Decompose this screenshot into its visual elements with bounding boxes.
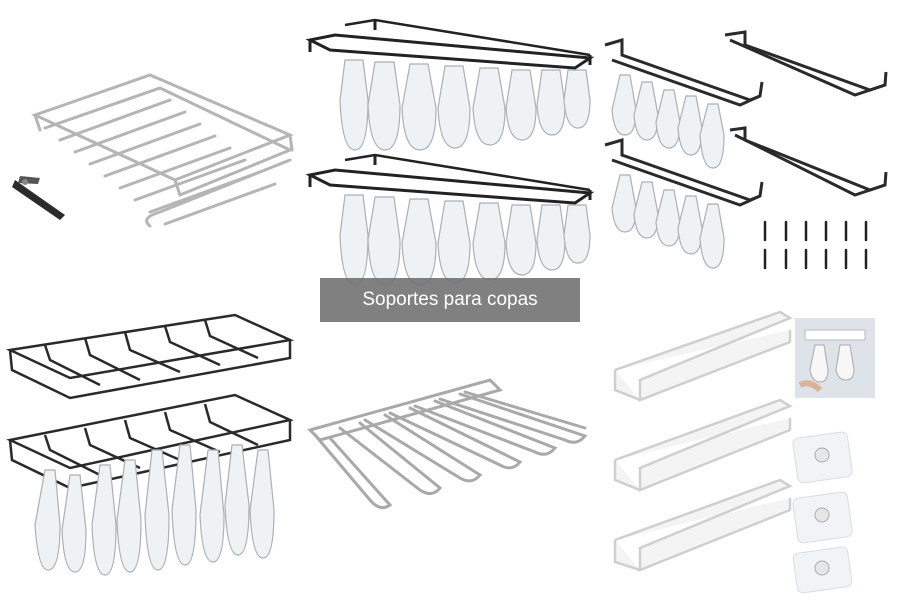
adhesive-hook-icon <box>792 431 853 594</box>
product-image-white-rails-adhesive <box>600 300 900 600</box>
corkscrew-icon <box>12 176 65 220</box>
caption-label: Soportes para copas <box>320 278 580 322</box>
screws-icon <box>763 220 868 270</box>
product-image-black-rack-glasses <box>300 0 600 300</box>
black-rails-illustration <box>604 30 888 270</box>
usage-photo <box>795 318 875 398</box>
white-rails-illustration <box>613 310 875 594</box>
chrome-wire-rack-illustration <box>307 378 588 510</box>
product-image-black-rails-screws <box>600 0 900 300</box>
product-image-chrome-wire-rack <box>300 300 600 600</box>
product-image-black-wire-racks <box>0 300 300 600</box>
product-image-chrome-rack <box>0 0 300 300</box>
black-wire-racks-illustration <box>5 313 295 576</box>
chrome-rack-illustration <box>12 73 294 228</box>
black-rack-illustration <box>305 18 595 286</box>
